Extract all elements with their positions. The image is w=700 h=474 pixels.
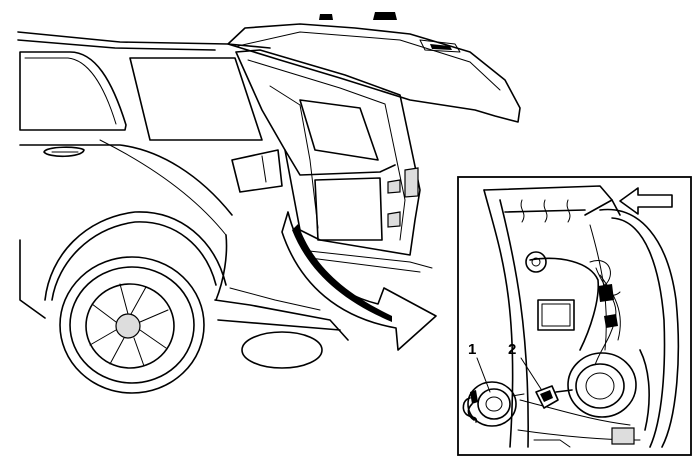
tail-lamp-assembly (517, 199, 680, 448)
liftgate-open-icon (227, 12, 521, 319)
callout-label-2: 2 (508, 341, 516, 358)
curved-pointer-arrow (281, 211, 437, 351)
vehicle-rear-quarter-illustration (17, 31, 349, 341)
direction-arrow-icon (619, 187, 673, 215)
rear-wheel (44, 211, 323, 394)
detail-inset: 1 2 (457, 176, 692, 456)
bulb (535, 385, 573, 409)
bulb-socket (462, 381, 525, 427)
callout-label-1: 1 (468, 341, 476, 358)
